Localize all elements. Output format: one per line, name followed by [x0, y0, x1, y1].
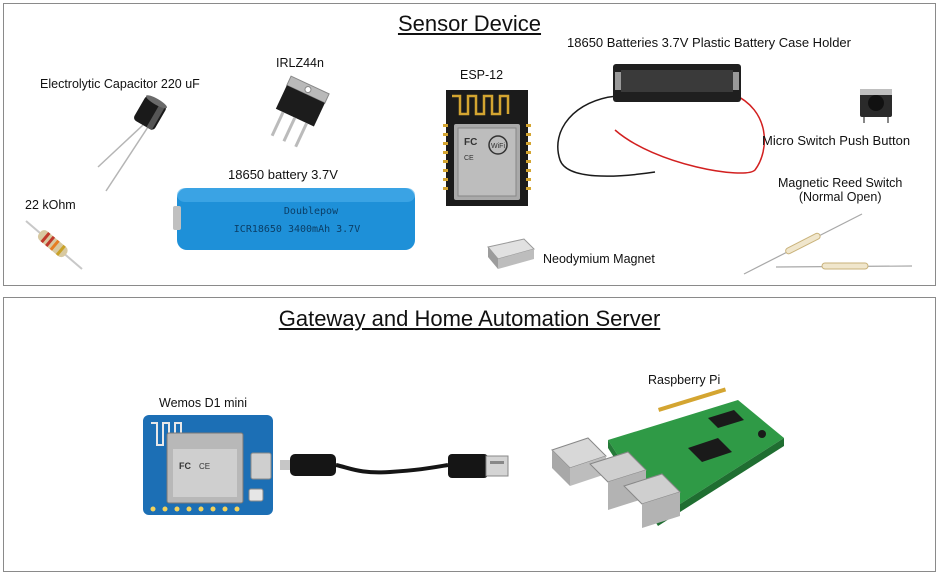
svg-text:CE: CE: [464, 155, 474, 162]
usb-cable-image: [280, 450, 510, 490]
battery-18650-image: Doublepow ICR18650 3400mAh 3.7V: [173, 184, 419, 254]
gateway-title: Gateway and Home Automation Server: [278, 306, 661, 331]
irlz44n-mosfet-image: [262, 75, 372, 148]
wemos-d1-mini-image: FC CE: [143, 415, 273, 515]
reed-switch-label-line1: Magnetic Reed Switch: [778, 176, 903, 190]
mosfet-label: IRLZ44n: [276, 56, 324, 70]
neodymium-magnet-image: [486, 235, 536, 271]
electrolytic-capacitor-image: [88, 95, 178, 195]
resistor-label: 22 kOhm: [25, 198, 76, 212]
capacitor-label: Electrolytic Capacitor 220 uF: [40, 77, 200, 91]
esp12-label: ESP-12: [460, 68, 504, 82]
battery-label: 18650 battery 3.7V: [228, 167, 338, 182]
battery-holder-label: 18650 Batteries 3.7V Plastic Battery Cas…: [567, 35, 851, 50]
push-button-image: [858, 83, 894, 123]
raspberry-pi-label: Raspberry Pi: [648, 373, 721, 387]
wemos-label: Wemos D1 mini: [159, 396, 247, 410]
reed-switch-label: Magnetic Reed Switch (Normal Open): [778, 176, 902, 204]
magnet-label: Neodymium Magnet: [543, 252, 655, 266]
battery-brand-text: Doublepow: [284, 206, 339, 217]
svg-text:WiFi: WiFi: [491, 143, 505, 150]
svg-text:FC: FC: [179, 461, 191, 471]
reed-switch-image: [740, 210, 915, 280]
sensor-device-title: Sensor Device: [397, 11, 542, 36]
esp12-module-image: FC CE WiFi: [443, 90, 531, 206]
battery-spec-text: ICR18650 3400mAh 3.7V: [234, 224, 360, 235]
svg-text:CE: CE: [199, 462, 210, 471]
resistor-image: [22, 215, 87, 271]
reed-switch-label-line2: (Normal Open): [798, 190, 882, 204]
svg-text:FC: FC: [464, 137, 477, 148]
push-button-label: Micro Switch Push Button: [762, 133, 911, 148]
raspberry-pi-image: [548, 387, 788, 530]
battery-holder-image: [555, 60, 785, 185]
